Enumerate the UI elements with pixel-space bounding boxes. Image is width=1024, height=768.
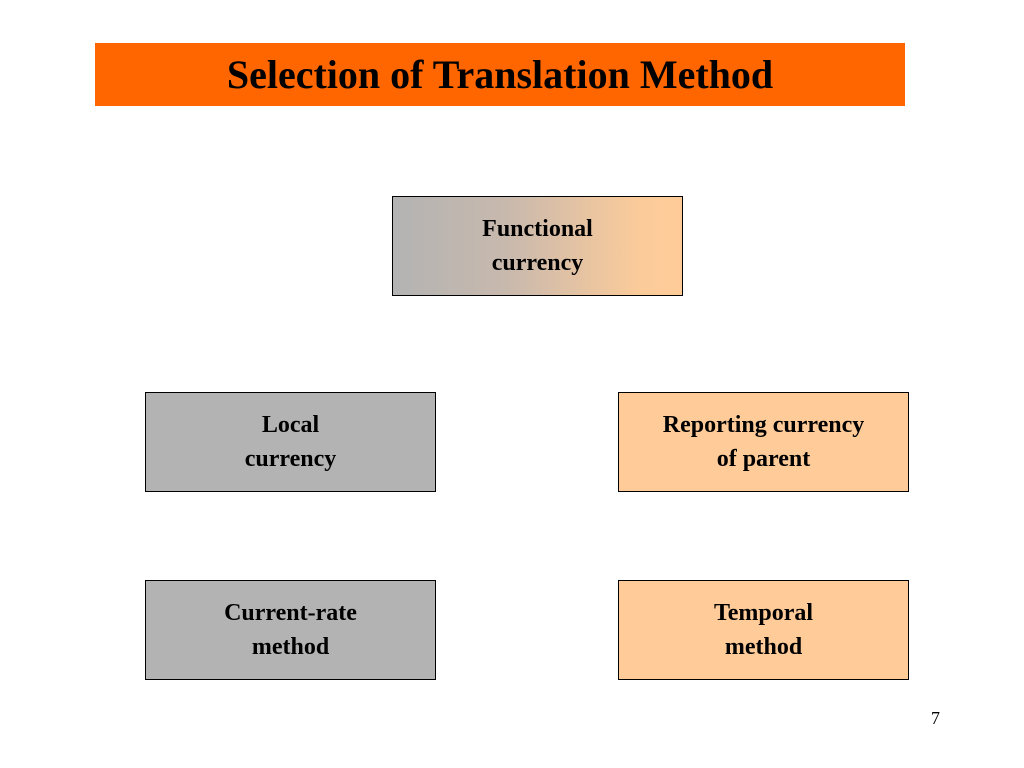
local-currency-box: Local currency: [145, 392, 436, 492]
local-currency-line2: currency: [244, 446, 337, 472]
current-rate-method-line2: method: [251, 634, 330, 660]
functional-currency-line2: currency: [491, 250, 584, 276]
reporting-currency-line2: of parent: [716, 446, 811, 472]
slide-title: Selection of Translation Method: [226, 51, 774, 97]
page-number: 7: [931, 708, 940, 728]
functional-currency-box: Functional currency: [392, 196, 683, 296]
current-rate-method-box: Current-rate method: [145, 580, 436, 680]
functional-currency-line1: Functional: [482, 216, 593, 242]
reporting-currency-line1: Reporting currency: [662, 412, 865, 438]
title-bar: Selection of Translation Method: [95, 43, 905, 106]
temporal-method-line2: method: [724, 634, 803, 660]
current-rate-method-line1: Current-rate: [224, 600, 357, 626]
reporting-currency-box: Reporting currency of parent: [618, 392, 909, 492]
temporal-method-line1: Temporal: [713, 600, 814, 626]
local-currency-line1: Local: [261, 412, 320, 438]
temporal-method-box: Temporal method: [618, 580, 909, 680]
